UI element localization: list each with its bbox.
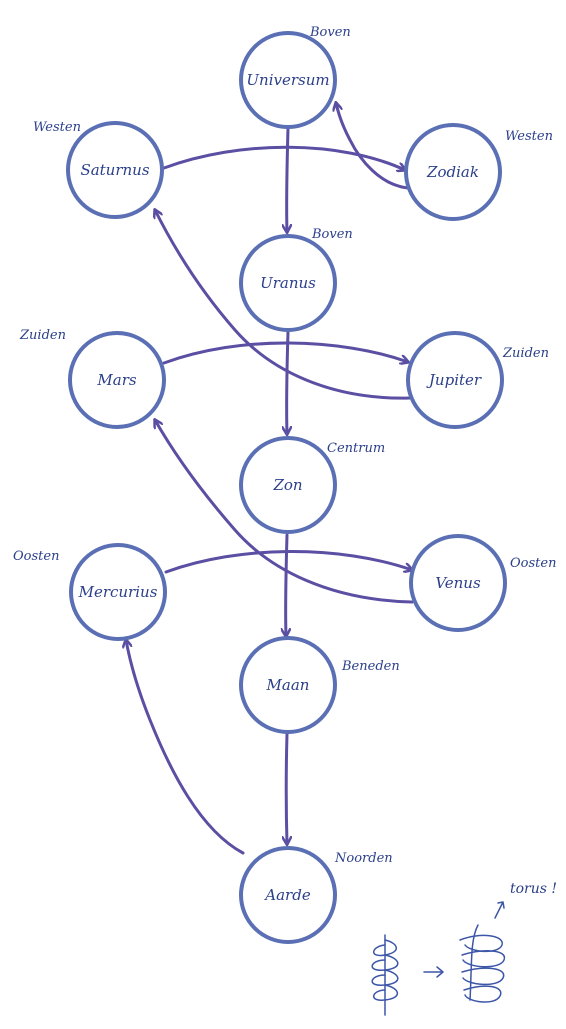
- node-circle-aarde: [239, 846, 337, 944]
- edge-zon-to-maan: [286, 533, 287, 636]
- node-label-saturnus: Saturnus: [80, 161, 149, 179]
- node-label-mercurius: Mercurius: [78, 583, 158, 601]
- node-label-uranus: Uranus: [260, 274, 316, 292]
- edge-saturnus-to-zodiak: [162, 145, 405, 170]
- coil-icon: [371, 934, 399, 1016]
- node-circle-uranus: [239, 234, 337, 332]
- node-universum: Universum Boven: [239, 25, 351, 129]
- node-circle-zodiak: [404, 123, 502, 221]
- direction-label-zon: Centrum: [327, 441, 385, 456]
- node-label-aarde: Aarde: [263, 886, 311, 904]
- direction-label-jupiter: Zuiden: [502, 346, 549, 361]
- edge-uranus-to-zon: [287, 330, 288, 434]
- edge-jupiter-to-saturnus: [155, 210, 412, 400]
- direction-label-mercurius: Oosten: [13, 549, 59, 564]
- arrow-icon: [423, 966, 444, 978]
- direction-label-aarde: Noorden: [334, 851, 393, 866]
- coil-to-torus-sketch: torus !: [371, 881, 557, 1016]
- edge-mars-to-jupiter: [162, 341, 408, 363]
- edges-layer: [126, 103, 414, 855]
- edge-maan-to-aarde: [286, 732, 287, 844]
- edge-mercurius-to-venus: [164, 550, 412, 574]
- node-circle-jupiter: [406, 331, 504, 429]
- node-circle-saturnus: [66, 121, 164, 219]
- direction-label-uranus: Boven: [311, 227, 353, 242]
- nodes-layer: UniversumBovenSaturnusWestenZodiakWesten…: [13, 25, 556, 944]
- edge-zodiak-to-universum: [336, 103, 410, 190]
- direction-label-universum: Boven: [309, 25, 351, 40]
- direction-label-saturnus: Westen: [33, 120, 81, 135]
- node-saturnus: Saturnus Westen: [33, 120, 164, 219]
- node-label-jupiter: Jupiter: [426, 371, 482, 389]
- node-jupiter: Jupiter Zuiden: [406, 331, 549, 429]
- node-circle-mars: [68, 331, 166, 429]
- direction-label-mars: Zuiden: [19, 328, 66, 343]
- node-label-maan: Maan: [266, 676, 310, 694]
- edge-aarde-to-mercurius: [126, 640, 245, 855]
- node-mercurius: Mercurius Oosten: [13, 543, 167, 641]
- node-label-universum: Universum: [246, 71, 329, 89]
- direction-label-maan: Beneden: [341, 659, 400, 674]
- direction-label-venus: Oosten: [510, 556, 556, 571]
- node-aarde: Aarde Noorden: [239, 846, 393, 944]
- edge-universum-to-uranus: [287, 126, 288, 232]
- node-zodiak: Zodiak Westen: [404, 123, 553, 221]
- node-venus: Venus Oosten: [409, 534, 556, 632]
- node-circle-venus: [409, 534, 507, 632]
- node-circle-universum: [239, 31, 337, 129]
- node-zon: Zon Centrum: [239, 436, 385, 534]
- node-circle-zon: [239, 436, 337, 534]
- node-label-zodiak: Zodiak: [426, 163, 479, 181]
- torus-note: torus !: [510, 881, 557, 897]
- node-label-venus: Venus: [435, 574, 481, 592]
- node-mars: Mars Zuiden: [19, 328, 166, 429]
- edge-venus-to-mars: [155, 420, 414, 604]
- node-circle-mercurius: [69, 543, 167, 641]
- torus-sketch-icon: [459, 924, 506, 1003]
- node-maan: Maan Beneden: [239, 636, 400, 734]
- node-circle-maan: [239, 636, 337, 734]
- direction-label-zodiak: Westen: [505, 129, 553, 144]
- node-label-mars: Mars: [96, 371, 136, 389]
- up-arrow-icon: [494, 901, 505, 919]
- node-uranus: Uranus Boven: [239, 227, 353, 332]
- node-label-zon: Zon: [272, 476, 302, 494]
